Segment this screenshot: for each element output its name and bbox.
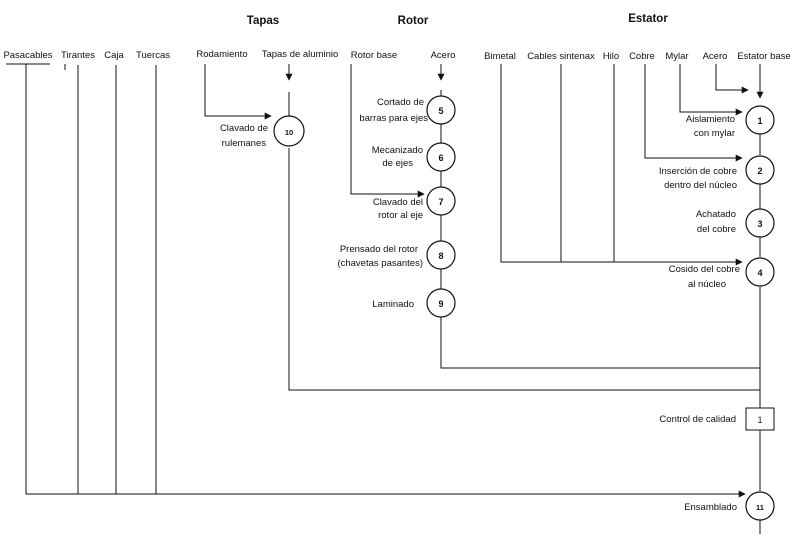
operation-9: 9 Laminado	[372, 288, 456, 318]
material-tapas-aluminio: Tapas de aluminio	[262, 49, 339, 60]
rotor-to-main-line	[440, 317, 760, 369]
operation-10-label-line1: Clavado de	[220, 123, 268, 134]
operation-4: 4 Cosido del cobre al núcleo	[669, 257, 775, 290]
operation-10-number: 10	[285, 128, 293, 137]
operation-8-number: 8	[438, 251, 443, 261]
group-header-tapas: Tapas	[247, 15, 279, 27]
material-mylar: Mylar	[665, 51, 688, 62]
operation-5-label-line1: Cortado de	[377, 97, 424, 108]
operation-10-label-line2: rulemanes	[222, 138, 267, 149]
tapas-to-main-line	[288, 148, 760, 391]
operation-11-label: Ensamblado	[684, 502, 737, 513]
operation-4-label-line2: al núcleo	[688, 279, 726, 290]
rodamiento-flow-line	[204, 64, 272, 120]
operation-6: 6 Mecanizado de ejes	[372, 142, 456, 172]
operation-6-label-line1: Mecanizado	[372, 145, 423, 156]
material-estator-base: Estator base	[737, 51, 790, 62]
operation-5-label-line2: barras para ejes	[359, 113, 428, 124]
operation-4-number: 4	[757, 268, 762, 278]
material-cables-sintenax: Cables sintenax	[527, 51, 595, 62]
operation-7-label-line1: Clavado del	[373, 197, 423, 208]
operation-7-number: 7	[438, 197, 443, 207]
operation-4-label-line1: Cosido del cobre	[669, 264, 740, 275]
operation-2: 2 Inserción de cobre dentro del núcleo	[659, 155, 775, 191]
operation-1: 1 Aislamiento con mylar	[686, 105, 775, 139]
operation-1-label-line1: Aislamiento	[686, 114, 735, 125]
operation-5: 5 Cortado de barras para ejes	[359, 95, 456, 125]
material-rodamiento: Rodamiento	[196, 49, 247, 60]
operation-9-label: Laminado	[372, 299, 414, 310]
material-caja: Caja	[104, 50, 124, 61]
bimetal-flow-line	[500, 64, 743, 266]
cobre-flow-line	[644, 64, 743, 162]
material-tirantes: Tirantes	[61, 50, 95, 61]
operation-8-label-line2: (chavetas pasantes)	[337, 258, 423, 269]
material-pasacables: Pasacables	[3, 50, 52, 61]
rotor-base-flow-line	[350, 64, 425, 198]
operation-11: 11 Ensamblado	[684, 491, 775, 521]
operation-11-number: 11	[756, 503, 764, 512]
operation-6-label-line2: de ejes	[382, 158, 413, 169]
material-bimetal: Bimetal	[484, 51, 516, 62]
operation-2-label-line1: Inserción de cobre	[659, 166, 737, 177]
material-rotor-base: Rotor base	[351, 50, 397, 61]
acero-estator-flow-line	[715, 64, 749, 94]
operation-10: 10 Clavado de rulemanes	[220, 115, 305, 149]
operation-3-label-line2: del cobre	[697, 224, 736, 235]
operation-3-number: 3	[757, 219, 762, 229]
material-cobre: Cobre	[629, 51, 655, 62]
operation-3: 3 Achatado del cobre	[696, 208, 775, 238]
operation-6-number: 6	[438, 153, 443, 163]
group-header-estator: Estator	[628, 13, 668, 25]
material-acero-rotor: Acero	[431, 50, 456, 61]
operation-7-label-line2: rotor al eje	[378, 210, 423, 221]
operation-8: 8 Prensado del rotor (chavetas pasantes)	[337, 240, 456, 270]
operation-9-number: 9	[438, 299, 443, 309]
mylar-flow-line	[679, 64, 743, 116]
operation-8-label-line1: Prensado del rotor	[340, 244, 418, 255]
operation-3-label-line1: Achatado	[696, 209, 736, 220]
group-header-rotor: Rotor	[398, 15, 429, 27]
inspection-1-number: 1	[757, 415, 762, 425]
operation-7: 7 Clavado del rotor al eje	[373, 186, 456, 221]
operation-2-label-line2: dentro del núcleo	[664, 180, 737, 191]
inspection-1: 1 Control de calidad	[659, 407, 775, 431]
operation-1-label-line2: con mylar	[694, 128, 735, 139]
material-hilo: Hilo	[603, 51, 619, 62]
operation-1-number: 1	[757, 116, 762, 126]
inspection-1-label: Control de calidad	[659, 414, 736, 425]
operation-2-number: 2	[757, 166, 762, 176]
operation-5-number: 5	[438, 106, 443, 116]
material-acero-estator: Acero	[703, 51, 728, 62]
material-tuercas: Tuercas	[136, 50, 170, 61]
